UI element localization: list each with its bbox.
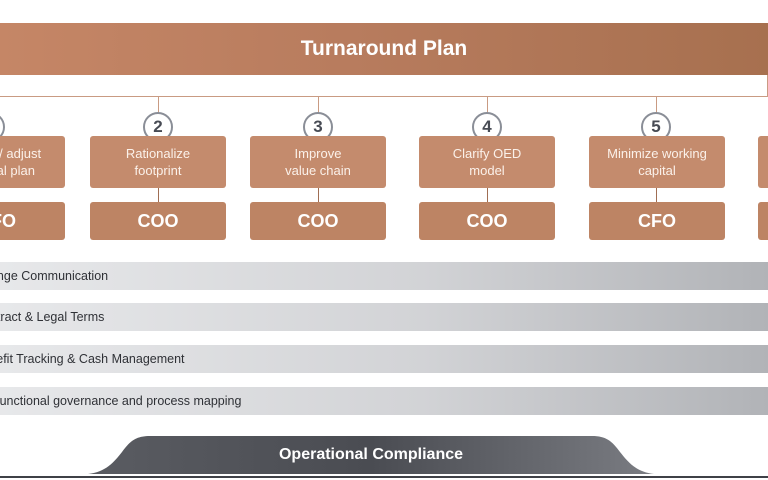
step-5-task-box: Minimize working capital: [589, 136, 725, 188]
step-1-task-label: Review / adjust financial plan: [0, 146, 42, 178]
step-2-task-box: Rationalize footprint: [90, 136, 226, 188]
step-2-link: [158, 188, 159, 202]
step-3-task-label: Improve value chain: [285, 146, 351, 178]
step-2-owner-label: COO: [137, 210, 179, 231]
step-3-owner-label: COO: [297, 210, 339, 231]
step-1-task-box: Review / adjust financial plan: [0, 136, 65, 188]
operational-compliance-label: Operational Compliance: [278, 446, 464, 463]
step-5-owner-label: CFO: [638, 210, 676, 231]
workstream-label: Change Communication: [0, 269, 109, 283]
step-1-owner-box: CFO: [0, 202, 65, 240]
workstream-label: Cross functional governance and process …: [0, 394, 242, 408]
step-3-owner-box: COO: [250, 202, 386, 240]
step-3-link: [318, 188, 319, 202]
step-2-owner-box: COO: [90, 202, 226, 240]
step-4-owner-box: COO: [419, 202, 555, 240]
step-4-owner-label: COO: [466, 210, 508, 231]
step-3-task-box: Improve value chain: [250, 136, 386, 188]
step-2-stem: [158, 96, 159, 114]
operational-compliance-shape: [88, 436, 654, 474]
step-6-task-box: [758, 136, 768, 188]
turnaround-plan-banner: Turnaround Plan: [0, 23, 768, 75]
workstream-bar-benefit-tracking: Benefit Tracking & Cash Management: [0, 345, 768, 373]
step-2-number: 2: [143, 112, 173, 142]
workstream-bar-governance: Cross functional governance and process …: [0, 387, 768, 415]
step-4-stem: [487, 96, 488, 114]
banner-title: Turnaround Plan: [300, 37, 468, 60]
step-4-link: [487, 188, 488, 202]
workstream-bar-change-communication: Change Communication: [0, 262, 768, 290]
step-5-task-label: Minimize working capital: [607, 146, 707, 178]
step-5-owner-box: CFO: [589, 202, 725, 240]
step-4-task-box: Clarify OED model: [419, 136, 555, 188]
step-2-task-label: Rationalize footprint: [125, 146, 191, 178]
step-1-owner-label: CFO: [0, 210, 16, 231]
step-connector-line: [0, 96, 768, 97]
workstream-label: Contract & Legal Terms: [0, 310, 105, 324]
step-3-stem: [318, 96, 319, 114]
step-5-stem: [656, 96, 657, 114]
workstream-bar-contract-legal: Contract & Legal Terms: [0, 303, 768, 331]
step-4-task-label: Clarify OED model: [452, 146, 522, 178]
step-5-link: [656, 188, 657, 202]
step-6-owner-box: [758, 202, 768, 240]
workstream-label: Benefit Tracking & Cash Management: [0, 352, 185, 366]
